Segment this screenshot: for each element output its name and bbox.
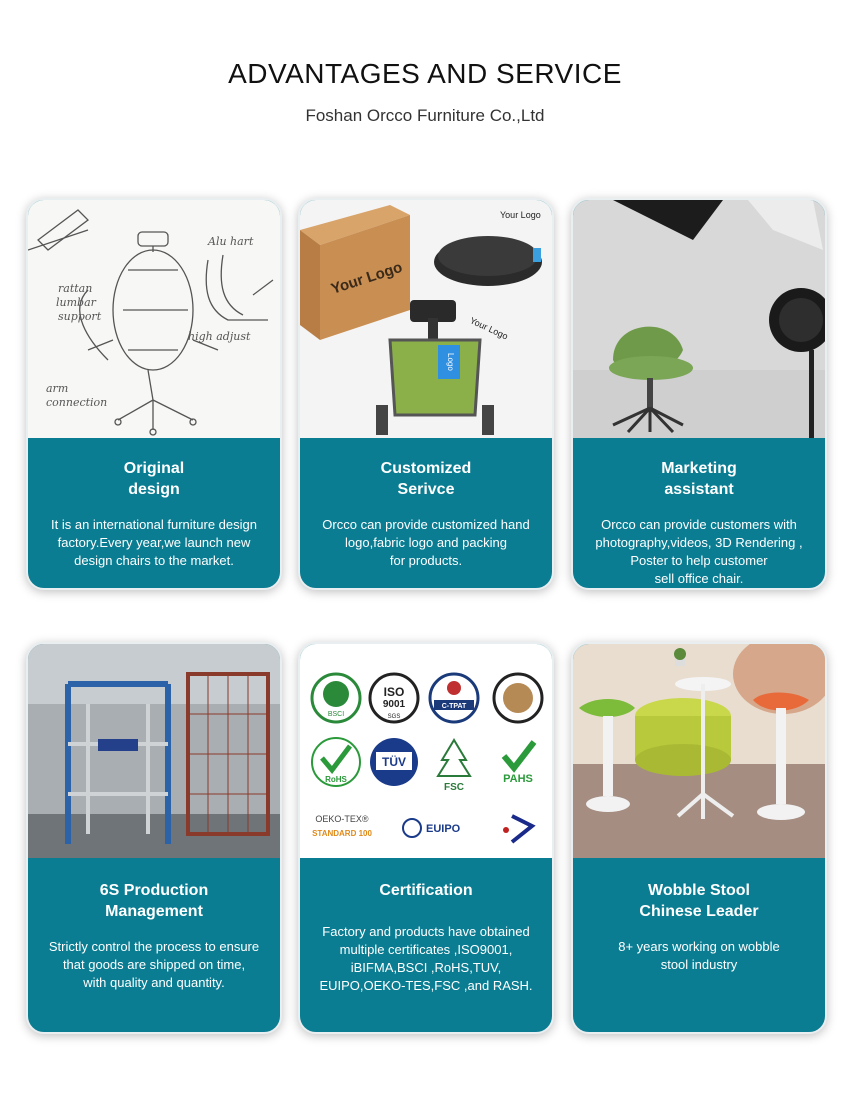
desc-line: for products. — [389, 553, 463, 568]
card-title: Certification — [379, 882, 473, 899]
desc-line: multiple certificates ,ISO9001, — [339, 942, 513, 957]
tag-logo-text: Logo — [446, 353, 455, 371]
euipo-logo: EUIPO — [426, 823, 461, 835]
factory-image — [28, 644, 280, 858]
desc-line: iBIFMA,BSCI ,RoHS,TUV, — [350, 960, 502, 975]
desc-line: design chairs to the market. — [74, 553, 234, 568]
sketch-label: rattan — [58, 282, 92, 295]
desc-line: Factory and products have obtained — [322, 924, 530, 939]
desc-line: factory.Every year,we launch new — [57, 535, 251, 550]
iso-number: 9001 — [383, 699, 406, 710]
desc-line: Orcco can provide customers with — [601, 517, 797, 532]
sketch-image: Alu hart rattan lumbar support arm conne… — [28, 200, 280, 438]
card-description: Orcco can provide customized hand logo,f… — [300, 516, 552, 570]
card-title: Management — [105, 903, 203, 920]
card-description: Orcco can provide customers with photogr… — [573, 516, 825, 588]
card-title: design — [128, 481, 180, 498]
custom-logo-image: Your Logo Your Logo Logo Your Logo — [300, 200, 552, 438]
iso-logo: ISO — [384, 685, 405, 699]
card-title: Wobble Stool — [648, 882, 750, 899]
desc-line: EUIPO,OEKO-TES,FSC ,and RASH. — [319, 978, 533, 993]
page-subtitle: Foshan Orcco Furniture Co.,Ltd — [305, 106, 545, 125]
card-title: Customized — [380, 460, 472, 477]
oeko-tex-standard: STANDARD 100 — [312, 829, 372, 838]
desc-line: photography,videos, 3D Rendering , — [595, 535, 803, 550]
card-caption: Marketing assistant Orcco can provide cu… — [573, 458, 825, 588]
card-title: Original — [123, 460, 185, 477]
sketch-label: arm — [46, 382, 68, 395]
sketch-label: high adjust — [188, 330, 251, 343]
desc-line: sell office chair. — [654, 571, 744, 586]
ctpat-logo: C-TPAT — [442, 703, 467, 710]
card-marketing-assistant: Marketing assistant Orcco can provide cu… — [571, 198, 827, 590]
wobble-stool-image — [573, 644, 825, 858]
desc-line: 8+ years working on wobble — [618, 939, 780, 954]
fsc-logo: FSC — [444, 782, 464, 793]
desc-line: It is an international furniture design — [51, 517, 257, 532]
sketch-label: support — [58, 310, 102, 323]
sketch-label: Alu hart — [207, 235, 254, 248]
card-certification: BSCI ISO 9001 SGS C-TPAT RoHS TÜV FSC PA… — [298, 642, 554, 1034]
bsci-logo: BSCI — [328, 711, 344, 718]
card-title: Serivce — [397, 481, 455, 498]
oeko-tex-logo: OEKO-TEX® — [315, 814, 369, 824]
desc-line: with quality and quantity. — [83, 975, 225, 990]
card-description: Strictly control the process to ensure t… — [28, 938, 280, 992]
card-description: Factory and products have obtained multi… — [300, 923, 552, 995]
card-caption: Wobble Stool Chinese Leader 8+ years wor… — [573, 880, 825, 974]
page-title: ADVANTAGES AND SERVICE — [228, 58, 622, 89]
sketch-label: connection — [46, 396, 107, 409]
card-title: 6S Production — [99, 882, 209, 899]
desc-line: logo,fabric logo and packing — [345, 535, 507, 550]
desc-line: that goods are shipped on time, — [62, 957, 246, 972]
card-description: 8+ years working on wobble stool industr… — [573, 938, 825, 974]
card-caption: Customized Serivce Orcco can provide cus… — [300, 458, 552, 570]
card-caption: Certification Factory and products have … — [300, 880, 552, 995]
card-title: Chinese Leader — [639, 903, 759, 920]
tuv-logo: TÜV — [382, 754, 406, 769]
desc-line: Strictly control the process to ensure — [48, 939, 260, 954]
certificates-image: BSCI ISO 9001 SGS C-TPAT RoHS TÜV FSC PA… — [300, 644, 552, 858]
card-description: It is an international furniture design … — [28, 516, 280, 570]
card-6s-production: 6S Production Management Strictly contro… — [26, 642, 282, 1034]
desc-line: stool industry — [660, 957, 738, 972]
card-customized-service: Your Logo Your Logo Logo Your Logo Custo… — [298, 198, 554, 590]
card-title: assistant — [664, 481, 734, 498]
card-original-design: Alu hart rattan lumbar support arm conne… — [26, 198, 282, 590]
desc-line: Poster to help customer — [630, 553, 768, 568]
card-caption: 6S Production Management Strictly contro… — [28, 880, 280, 992]
card-title: Marketing — [661, 460, 737, 477]
desc-line: Orcco can provide customized hand — [322, 517, 530, 532]
photo-studio-image — [573, 200, 825, 438]
card-wobble-stool: Wobble Stool Chinese Leader 8+ years wor… — [571, 642, 827, 1034]
sgs-text: SGS — [388, 714, 401, 720]
card-caption: Original design It is an international f… — [28, 458, 280, 570]
rohs-logo: RoHS — [325, 775, 347, 784]
cushion-logo-text: Your Logo — [500, 210, 541, 220]
pahs-logo: PAHS — [503, 773, 533, 785]
sketch-label: lumbar — [56, 296, 97, 309]
